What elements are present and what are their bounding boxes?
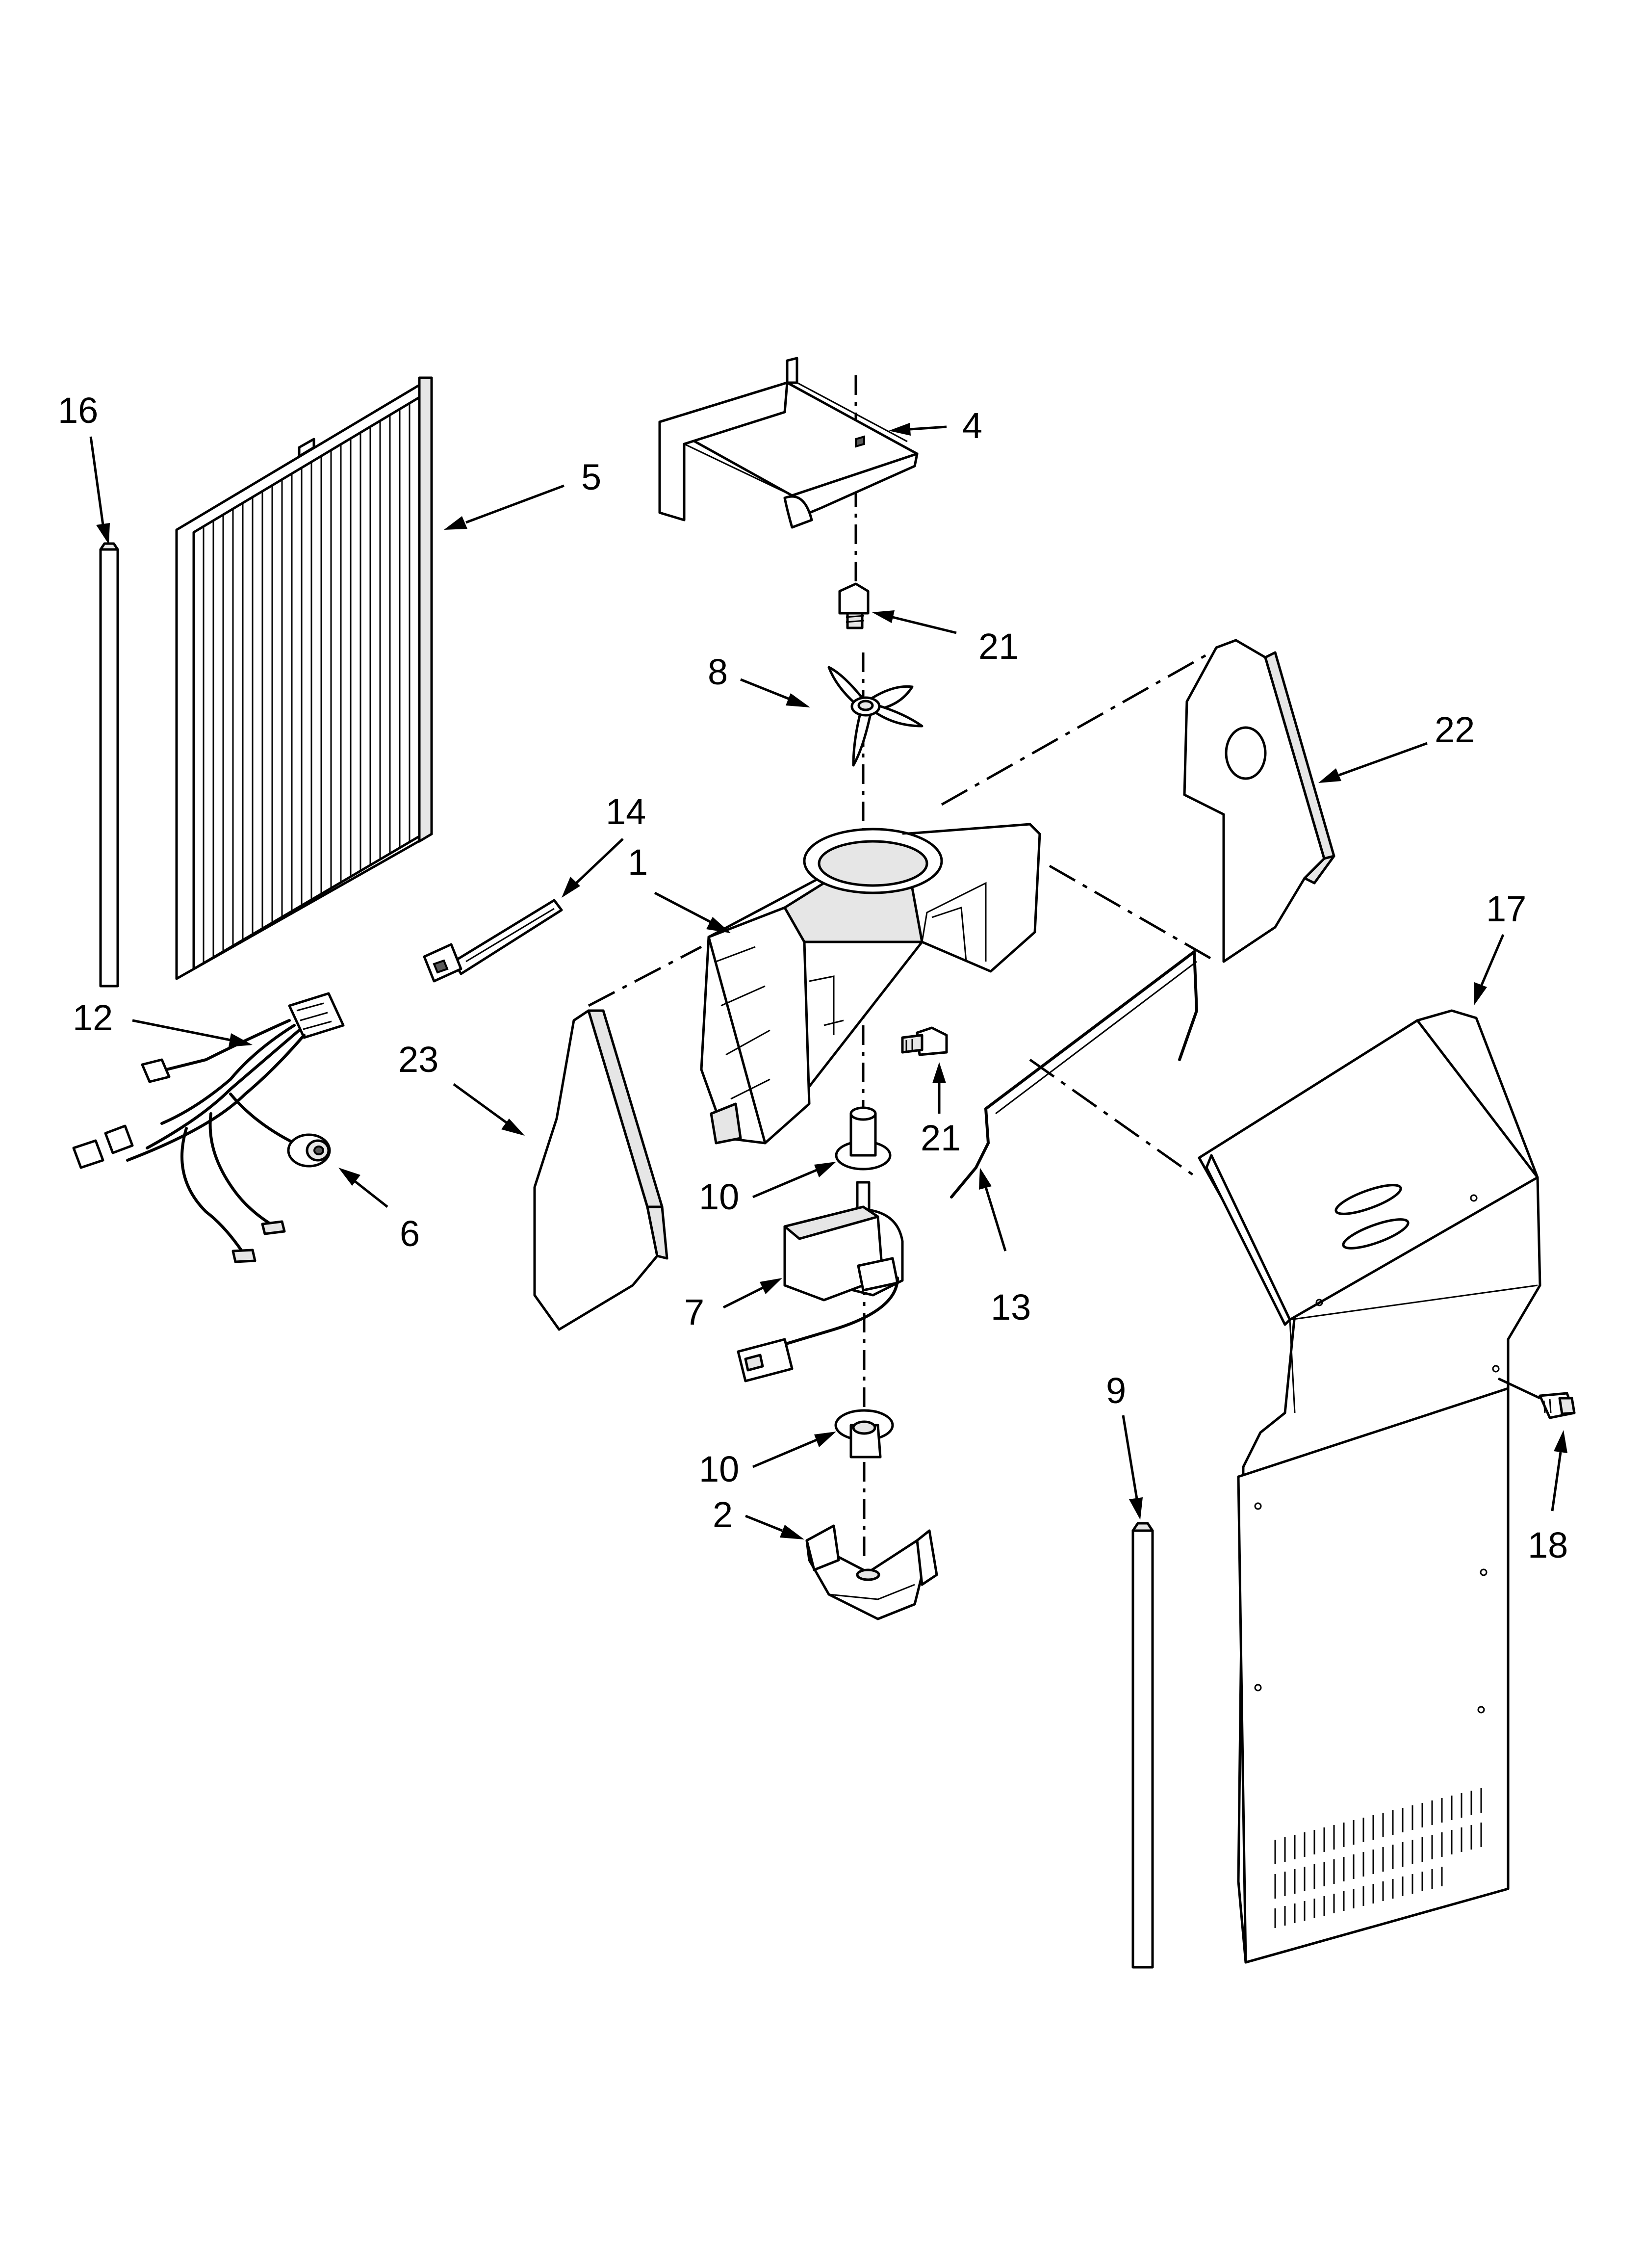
callout-17: 17 xyxy=(1486,888,1526,929)
leader-17 xyxy=(1474,934,1505,1006)
callout-21-upper: 21 xyxy=(978,626,1019,667)
leader-dash-17 xyxy=(1029,1058,1198,1179)
part-16-seal-strip xyxy=(99,542,119,988)
callout-22: 22 xyxy=(1435,709,1475,750)
callout-18: 18 xyxy=(1528,1525,1568,1565)
part-7-fan-motor xyxy=(737,1181,904,1382)
part-8-fan-blade xyxy=(827,666,924,767)
callout-2: 2 xyxy=(713,1494,733,1535)
part-21-screw-lower xyxy=(901,1026,948,1056)
part-10-grommet-upper xyxy=(835,1106,892,1171)
callout-23: 23 xyxy=(398,1039,438,1080)
leader-16 xyxy=(89,436,110,545)
callout-12: 12 xyxy=(73,997,113,1038)
leader-2 xyxy=(745,1514,804,1539)
part-23-side-panel-left xyxy=(533,1009,668,1331)
part-6-grommet xyxy=(287,1133,331,1168)
part-17-rear-cover xyxy=(1198,1009,1541,1964)
part-2-motor-bracket xyxy=(805,1524,938,1620)
leader-8 xyxy=(740,678,810,707)
callout-21-lower: 21 xyxy=(921,1118,961,1158)
part-21-screw-upper xyxy=(838,582,870,629)
leader-21b xyxy=(932,1062,946,1114)
part-10-grommet-lower xyxy=(834,1409,894,1459)
leader-13 xyxy=(979,1168,1007,1251)
callout-14: 14 xyxy=(606,791,646,832)
leader-5 xyxy=(444,484,564,530)
leader-10a xyxy=(752,1162,836,1199)
leader-12 xyxy=(132,1019,253,1047)
leader-4 xyxy=(889,423,947,436)
callout-6: 6 xyxy=(400,1213,420,1254)
callout-16: 16 xyxy=(58,390,98,431)
callout-4: 4 xyxy=(962,405,982,446)
part-22-side-panel-right xyxy=(1183,639,1335,963)
callout-1: 1 xyxy=(628,842,648,883)
leader-18-hole xyxy=(1497,1377,1541,1400)
callout-10-lower: 10 xyxy=(699,1449,739,1489)
leader-22 xyxy=(1318,742,1428,783)
leader-6 xyxy=(338,1168,388,1208)
part-1-fan-housing xyxy=(700,823,1041,1145)
callout-7: 7 xyxy=(684,1292,704,1332)
leader-dash-22-top xyxy=(941,653,1207,806)
callout-10-upper: 10 xyxy=(699,1176,739,1217)
part-18-screw xyxy=(1539,1392,1576,1419)
leader-23 xyxy=(453,1083,525,1136)
callout-13: 13 xyxy=(991,1287,1031,1328)
part-4-top-bracket xyxy=(658,357,919,529)
part-14-cable-tie xyxy=(423,899,563,983)
leader-dash-23 xyxy=(588,945,702,1007)
callout-5: 5 xyxy=(581,457,601,497)
part-13-wire-bracket xyxy=(950,949,1199,1199)
vent-slots xyxy=(1274,1788,1482,1928)
leader-9 xyxy=(1122,1415,1143,1520)
callout-9: 9 xyxy=(1106,1370,1126,1411)
leader-14 xyxy=(562,838,624,898)
callout-8: 8 xyxy=(708,652,728,692)
part-12-wire-harness xyxy=(72,992,345,1263)
leader-21a xyxy=(872,610,957,634)
leader-dash-22-bottom xyxy=(1049,864,1217,963)
panel-ribs xyxy=(203,397,420,963)
leader-10b xyxy=(752,1432,836,1468)
leader-1 xyxy=(654,891,731,933)
part-9-seal-strip xyxy=(1131,1522,1154,1969)
leader-7 xyxy=(722,1278,782,1309)
leader-18 xyxy=(1551,1430,1567,1512)
part-5-ribbed-panel xyxy=(175,376,433,980)
